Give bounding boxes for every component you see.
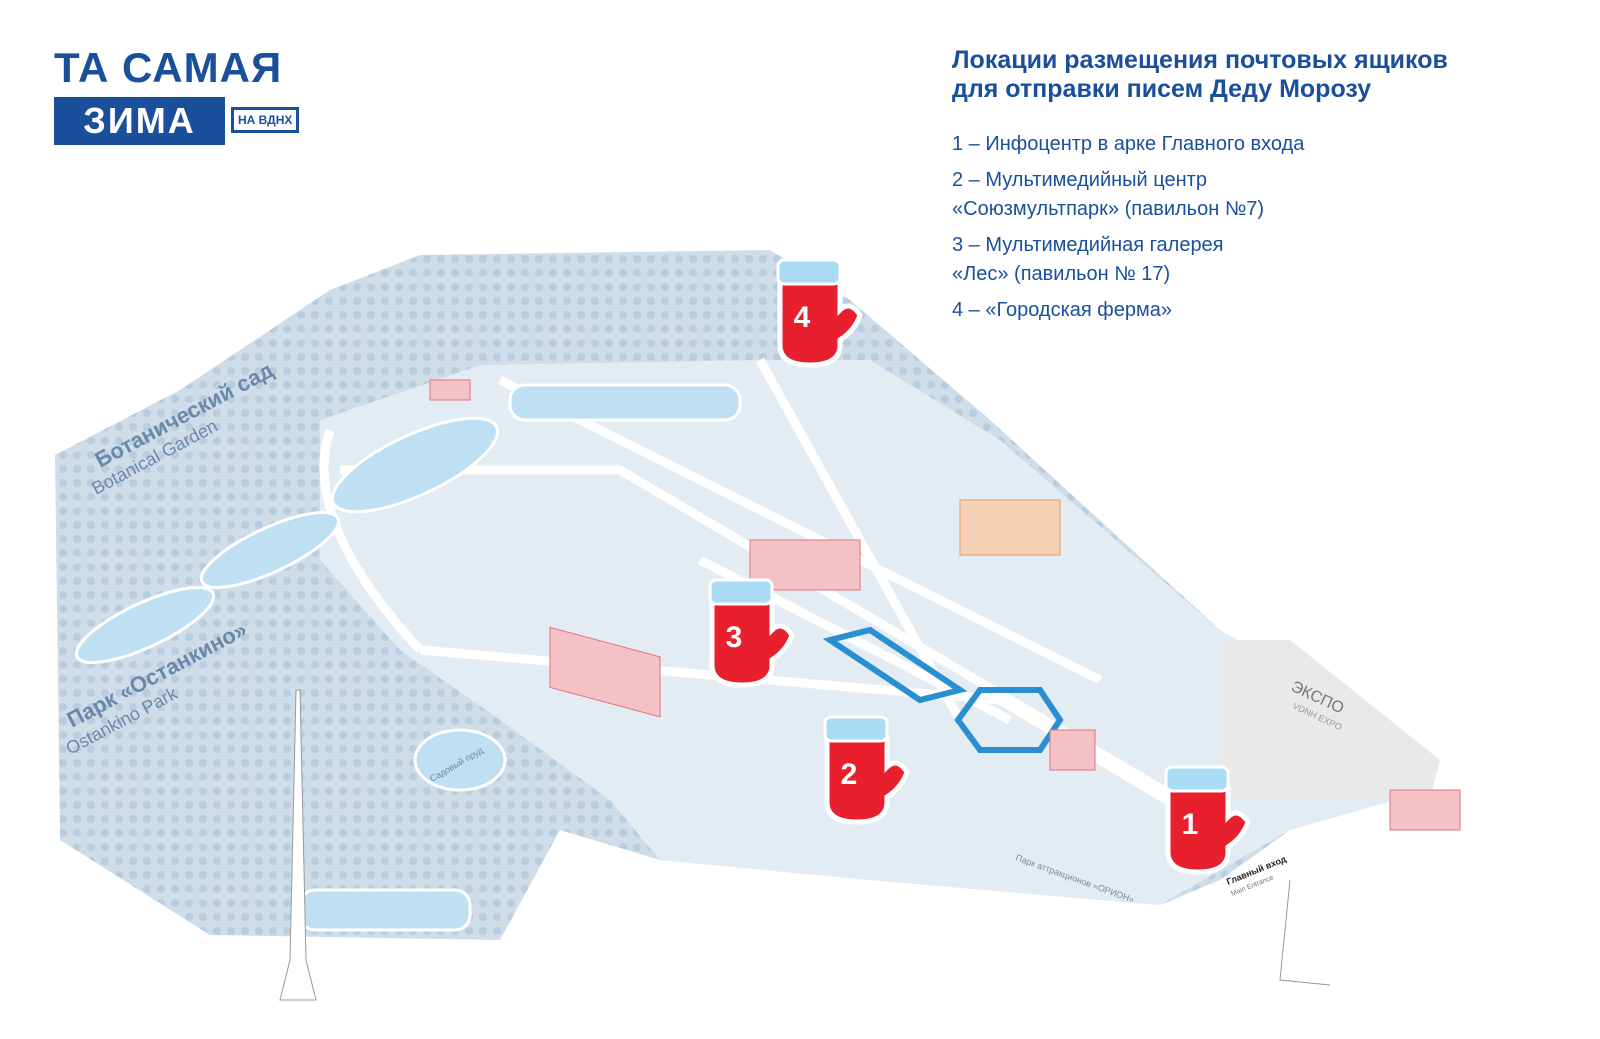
logo-title: ТА САМАЯ bbox=[54, 44, 283, 91]
legend-item-1: 1 – Инфоцентр в арке Главного входа bbox=[952, 130, 1448, 159]
logo-subtitle: НА ВДНХ bbox=[231, 107, 300, 133]
marker-number: 3 bbox=[726, 621, 743, 654]
legend-item-text: «Союзмультпарк» (павильон №7) bbox=[952, 198, 1265, 220]
mailbox-marker-3[interactable]: 3 bbox=[710, 580, 792, 685]
mailbox-marker-1[interactable]: 1 bbox=[1166, 767, 1248, 872]
pavilions bbox=[429, 379, 1461, 831]
central-alley bbox=[822, 626, 1064, 753]
legend-item-text: «Лес» (павильон № 17) bbox=[952, 263, 1171, 285]
legend-item-text: 2 – Мультимедийный центр bbox=[952, 169, 1207, 191]
marker-number: 4 bbox=[794, 301, 811, 334]
legend-item-2: 2 – Мультимедийный центр «Союзмультпарк» … bbox=[952, 166, 1448, 224]
legend-title-line1: Локации размещения почтовых ящиков bbox=[952, 46, 1448, 74]
logo-zima: ЗИМА bbox=[54, 97, 225, 145]
legend: Локации размещения почтовых ящиков для о… bbox=[952, 46, 1448, 332]
legend-item-3: 3 – Мультимедийная галерея «Лес» (павильо… bbox=[952, 231, 1448, 289]
mailbox-marker-2[interactable]: 2 bbox=[825, 717, 907, 822]
marker-number: 1 bbox=[1182, 808, 1199, 841]
mailbox-marker-4[interactable]: 4 bbox=[778, 260, 860, 365]
legend-title-line2: для отправки писем Деду Морозу bbox=[952, 75, 1372, 103]
expo-area bbox=[1220, 640, 1440, 800]
legend-item-text: 4 – «Городская ферма» bbox=[952, 299, 1172, 321]
legend-title: Локации размещения почтовых ящиков для о… bbox=[952, 46, 1448, 104]
marker-number: 2 bbox=[841, 758, 858, 791]
ostankino-tower-icon bbox=[279, 689, 317, 1001]
monument-icon bbox=[1279, 879, 1331, 986]
legend-item-text: 1 – Инфоцентр в арке Главного входа bbox=[952, 133, 1305, 155]
vdnh-territory bbox=[320, 360, 1440, 905]
orange-buildings bbox=[959, 499, 1061, 556]
ponds bbox=[74, 383, 742, 932]
legend-item-4: 4 – «Городская ферма» bbox=[952, 296, 1448, 325]
legend-item-text: 3 – Мультимедийная галерея bbox=[952, 234, 1224, 256]
